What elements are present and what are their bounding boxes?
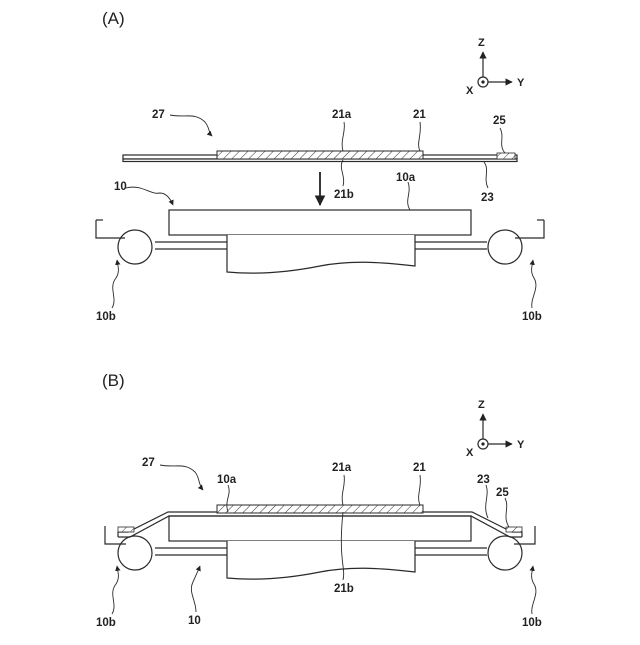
panel-a: (A) Z Y X bbox=[96, 9, 544, 323]
leader-10b-right-b bbox=[532, 566, 536, 614]
ref-10b-right-b: 10b bbox=[522, 617, 542, 629]
roller-right-b bbox=[488, 536, 522, 570]
ref-10b-left: 10b bbox=[96, 311, 116, 323]
ref-23: 23 bbox=[481, 192, 494, 204]
axis-y-label-b: Y bbox=[517, 439, 525, 451]
stage-body bbox=[227, 235, 415, 273]
panel-b-label: (B) bbox=[102, 371, 125, 390]
leader-21a bbox=[342, 122, 344, 151]
panel-b: (B) Z Y X bbox=[96, 371, 542, 629]
roller-right bbox=[488, 230, 522, 264]
roller-left-b bbox=[118, 536, 152, 570]
stage-10 bbox=[96, 210, 544, 273]
axis-x-label-b: X bbox=[466, 447, 474, 459]
ref-10a: 10a bbox=[396, 172, 416, 184]
stage-body-b bbox=[227, 541, 415, 579]
leader-27 bbox=[170, 115, 212, 136]
roller-left bbox=[118, 230, 152, 264]
x-axis-dot-b bbox=[481, 442, 484, 445]
leader-25-b bbox=[505, 498, 509, 527]
axis-x-label: X bbox=[466, 85, 474, 97]
film-21 bbox=[217, 151, 423, 159]
leader-21a-b bbox=[342, 475, 344, 505]
stage-top-10a-b bbox=[169, 516, 471, 541]
leader-23-b bbox=[486, 485, 488, 518]
leader-21-b bbox=[419, 475, 421, 505]
ref-10a-b: 10a bbox=[217, 474, 237, 486]
axis-z-label: Z bbox=[478, 37, 485, 49]
leader-21 bbox=[419, 122, 421, 151]
leader-10a bbox=[408, 182, 410, 210]
ref-10: 10 bbox=[114, 181, 127, 193]
leader-10b-left-b bbox=[112, 566, 118, 614]
ref-10b-left-b: 10b bbox=[96, 617, 116, 629]
ref-10-b: 10 bbox=[188, 615, 201, 627]
x-axis-dot bbox=[481, 80, 484, 83]
bracket-left bbox=[96, 220, 125, 238]
stage-top-10a bbox=[169, 210, 471, 235]
frame-25-left-b bbox=[118, 527, 134, 532]
ref-21a-b: 21a bbox=[332, 462, 352, 474]
ref-27-b: 27 bbox=[142, 457, 155, 469]
ref-10b-right: 10b bbox=[522, 311, 542, 323]
ref-25: 25 bbox=[493, 115, 506, 127]
leader-25 bbox=[500, 128, 505, 153]
stage-10-b bbox=[105, 516, 535, 579]
ref-27: 27 bbox=[152, 109, 165, 121]
ref-21b: 21b bbox=[334, 189, 354, 201]
ref-25-b: 25 bbox=[496, 487, 509, 499]
leader-10-b bbox=[191, 566, 200, 612]
ref-21-b: 21 bbox=[413, 462, 426, 474]
protective-film-27 bbox=[123, 151, 517, 162]
ref-21b-b: 21b bbox=[334, 583, 354, 595]
axis-z-label-b: Z bbox=[478, 399, 485, 411]
leader-10 bbox=[126, 187, 173, 205]
leader-23 bbox=[484, 162, 488, 188]
ref-23-b: 23 bbox=[477, 474, 490, 486]
frame-25 bbox=[497, 153, 515, 159]
leader-10b-left bbox=[112, 260, 118, 308]
bracket-right bbox=[515, 220, 544, 238]
panel-a-label: (A) bbox=[102, 9, 125, 28]
panel-a-axes: Z Y X bbox=[466, 37, 525, 97]
ref-21: 21 bbox=[413, 109, 426, 121]
leader-21b bbox=[341, 160, 343, 186]
frame-25-right-b bbox=[506, 527, 522, 532]
axis-y-label: Y bbox=[517, 77, 525, 89]
leader-27-b bbox=[160, 465, 203, 490]
leader-10b-right bbox=[532, 260, 536, 308]
film-21-b bbox=[217, 505, 423, 513]
panel-b-axes: Z Y X bbox=[466, 399, 525, 459]
ref-21a: 21a bbox=[332, 109, 352, 121]
